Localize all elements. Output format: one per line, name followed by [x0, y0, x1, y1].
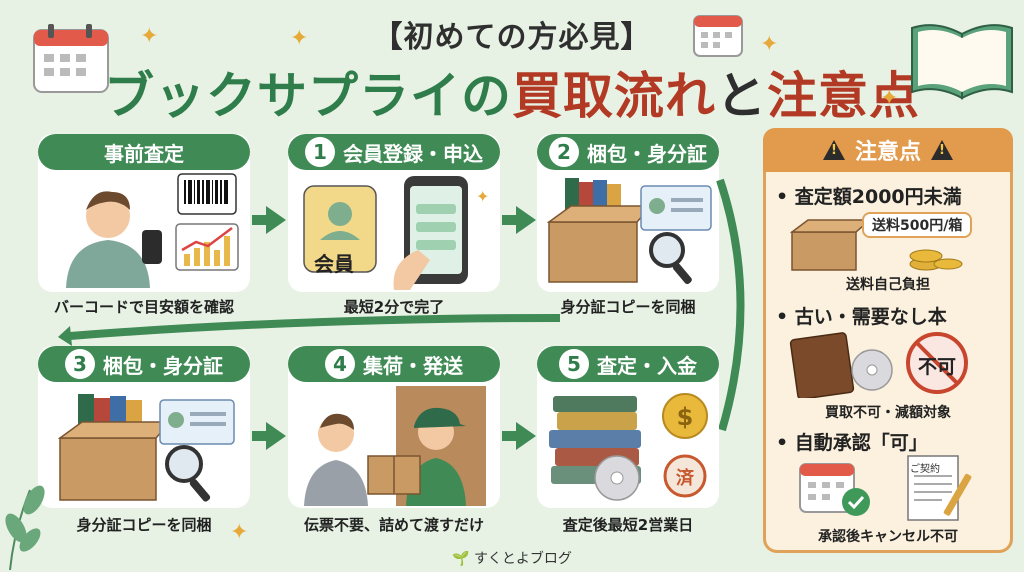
shipping-fee-tag: 送料500円/箱: [862, 212, 973, 238]
step-caption: 身分証コピーを同梱: [560, 298, 696, 316]
warning-icon: [931, 140, 953, 160]
step-label: 梱包・身分証: [587, 141, 707, 166]
flow-arrow: [502, 215, 518, 225]
calendar-icon-small: [693, 15, 743, 57]
sparkle-icon: ✦: [290, 26, 309, 51]
prohibited-icon: [906, 332, 968, 394]
books-coin-illustration: $: [549, 393, 708, 501]
step-caption: 伝票不要、詰めて渡すだけ: [303, 516, 484, 534]
sparkle-icon: ✦: [140, 24, 159, 49]
arrow-right-icon: [266, 206, 286, 234]
box-books-illustration: [57, 394, 235, 502]
not-allowed-stamp: 不可: [917, 356, 956, 378]
sparkle-icon: ✦: [230, 520, 249, 545]
box-books-illustration: [546, 178, 712, 285]
arrow-right-icon: [516, 422, 536, 450]
step-pill-payment: 5 査定・入金: [537, 346, 719, 382]
note-caption: 買取不可・減額対象: [825, 405, 951, 421]
warning-icon: [822, 140, 845, 160]
member-badge: 会員: [314, 252, 354, 276]
leaf-icon: [5, 485, 45, 570]
box-coins-illustration: [789, 219, 963, 271]
courier-handoff-illustration: [304, 386, 486, 506]
step-number: 5: [559, 349, 589, 379]
step-number: 4: [325, 349, 355, 379]
flow-arrow: [252, 431, 268, 441]
title-part-and: と: [716, 67, 767, 125]
calendar-icon: [33, 24, 109, 93]
step-label: 査定・入金: [597, 353, 697, 378]
arrow-right-icon: [266, 422, 286, 450]
page-subtitle: 【初めての方必見】: [372, 20, 652, 55]
step-caption: 最短2分で完了: [343, 298, 445, 316]
step-label: 会員登録・申込: [343, 141, 483, 166]
notes-header: 注意点: [763, 128, 1013, 172]
step-number: 3: [65, 349, 95, 379]
footer-brand: 🌱 すくとよブログ: [0, 548, 1024, 568]
notes-header-label: 注意点: [854, 140, 921, 165]
step-card-pack: [537, 134, 719, 292]
step-label: 事前査定: [104, 141, 184, 166]
note-title: • 古い・需要なし本: [776, 306, 947, 328]
settled-stamp: 済: [676, 468, 694, 489]
sprout-icon: 🌱: [452, 551, 470, 567]
calendar-check-icon: [799, 463, 870, 516]
note-caption: 送料自己負担: [846, 277, 930, 293]
flow-arrow: [252, 215, 268, 225]
svg-text:$: $: [677, 403, 694, 431]
step-pill-register: 1 会員登録・申込: [288, 134, 500, 170]
contract-label: ご契約: [910, 464, 940, 475]
step-caption: バーコードで目安額を確認: [53, 298, 234, 316]
note-title-text: 古い・需要なし本: [794, 306, 947, 328]
step-pill-pack-2: 3 梱包・身分証: [38, 346, 250, 382]
flow-arrow: [502, 431, 518, 441]
note-title-text: 自動承認「可」: [794, 432, 928, 454]
open-book-icon: [911, 24, 1013, 100]
arrow-right-icon: [516, 206, 536, 234]
title-part-brand: ブックサプライの: [104, 67, 512, 125]
title-part-flow: 買取流れ: [512, 67, 716, 125]
note-title-text: 査定額2000円未満: [794, 186, 962, 208]
note-title: • 査定額2000円未満: [776, 186, 962, 208]
step-number: 2: [549, 137, 579, 167]
person-phone-illustration: [66, 173, 239, 288]
step-caption: 身分証コピーを同梱: [76, 516, 212, 534]
step-pill-pre-assessment: 事前査定: [38, 134, 250, 170]
step-pill-pack: 2 梱包・身分証: [537, 134, 719, 170]
member-phone-illustration: ✦: [303, 176, 489, 290]
step-number: 1: [305, 137, 335, 167]
svg-text:✦: ✦: [476, 187, 489, 206]
step-caption: 査定後最短2営業日: [562, 516, 694, 534]
note-caption: 承認後キャンセル不可: [818, 529, 958, 545]
footer-label: すくとよブログ: [473, 551, 572, 567]
step-label: 梱包・身分証: [103, 353, 223, 378]
page-title: ブックサプライの買取流れと注意点: [0, 56, 1024, 128]
old-book-cd-illustration: [789, 332, 893, 398]
note-title: • 自動承認「可」: [776, 432, 928, 454]
sparkle-icon: ✦: [880, 86, 899, 111]
contract-document-icon: [907, 455, 972, 521]
step-pill-pickup: 4 集荷・発送: [288, 346, 500, 382]
step-label: 集荷・発送: [363, 353, 463, 378]
title-part-notes: 注意点: [767, 67, 920, 125]
sparkle-icon: ✦: [760, 32, 779, 57]
